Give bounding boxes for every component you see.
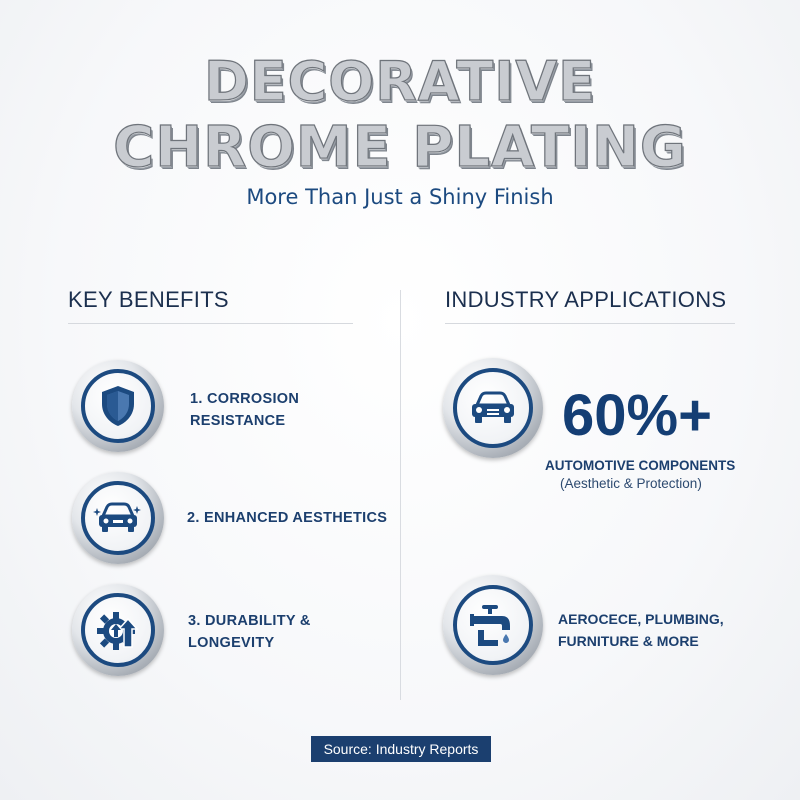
subtitle: More Than Just a Shiny Finish <box>246 185 554 209</box>
benefit-2-label: 2. ENHANCED AESTHETICS <box>187 507 387 529</box>
automotive-stat-label: AUTOMOTIVE COMPONENTS <box>545 458 736 473</box>
gear-arrow-icon <box>97 612 139 650</box>
source-badge: Source: Industry Reports <box>311 736 491 762</box>
key-benefits-rule <box>68 323 353 324</box>
industry-applications-rule <box>445 323 735 324</box>
benefit-1-line2: RESISTANCE <box>190 413 286 429</box>
automotive-medal <box>443 358 543 458</box>
benefit-2-line1: 2. ENHANCED AESTHETICS <box>187 510 388 526</box>
other-industries-label: AEROCECE, PLUMBING, FURNITURE & MORE <box>558 608 724 652</box>
automotive-stat-value: 60%+ <box>562 383 712 448</box>
benefit-medal-1 <box>72 360 164 452</box>
industry-applications-heading: INDUSTRY APPLICATIONS <box>445 287 727 312</box>
other-industries-line2: FURNITURE & MORE <box>558 633 699 649</box>
benefit-medal-3 <box>72 584 164 676</box>
benefit-medal-2 <box>72 472 164 564</box>
car-sparkle-icon <box>93 502 141 532</box>
other-industries-line1: AEROCECE, PLUMBING, <box>558 611 724 627</box>
car-icon <box>472 391 514 423</box>
title-line-1: DECORATIVE <box>203 49 597 113</box>
benefit-3-line1: 3. DURABILITY & <box>188 613 311 629</box>
column-divider <box>400 290 401 700</box>
benefit-3-line2: LONGEVITY <box>188 635 275 651</box>
faucet-icon <box>470 605 510 646</box>
shield-icon <box>102 386 134 426</box>
key-benefits-heading: KEY BENEFITS <box>68 287 229 312</box>
title-line-2: CHROME PLATING <box>113 114 687 180</box>
plumbing-medal <box>443 575 543 675</box>
benefit-1-line1: 1. CORROSION <box>190 391 300 407</box>
benefit-3-label: 3. DURABILITY & LONGEVITY <box>188 610 311 654</box>
automotive-stat-sub: (Aesthetic & Protection) <box>560 476 702 491</box>
benefit-1-label: 1. CORROSION RESISTANCE <box>190 388 299 432</box>
